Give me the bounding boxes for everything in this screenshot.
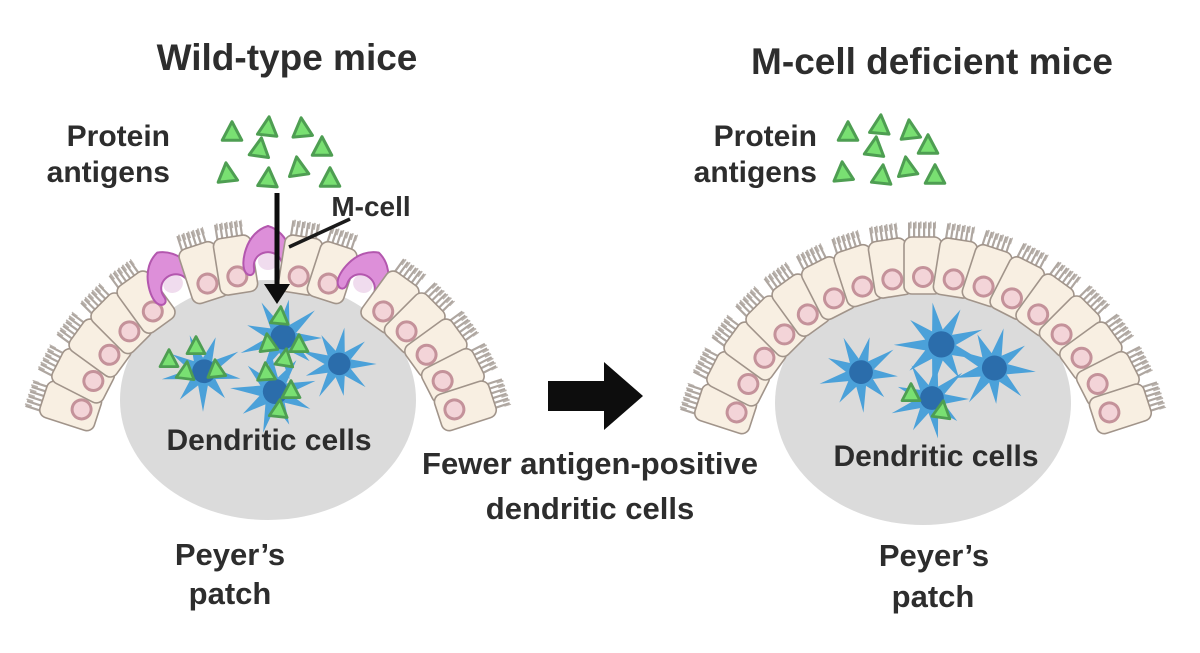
right-free-antigen-cluster [830, 112, 947, 186]
right-protein-antigens-label-line2: antigens [694, 156, 817, 189]
arrowhead [264, 284, 290, 304]
transition-caption-line1: Fewer antigen-positive [422, 446, 758, 481]
left-protein-antigens-label-line2: antigens [47, 156, 170, 189]
right-peyers-patch-label-line1: Peyer’s [879, 538, 989, 573]
right-protein-antigens-label-line1: Protein [714, 120, 817, 153]
antigen-icon [247, 134, 273, 160]
left-peyers-patch-label-line2: patch [189, 576, 272, 611]
antigen-icon [256, 165, 280, 189]
antigen-icon [289, 115, 314, 139]
m-cell-pointer-line [288, 217, 351, 249]
antigen-icon [255, 114, 281, 138]
right-dendritic-cells-label: Dendritic cells [833, 440, 1038, 473]
antigen-icon [862, 134, 888, 158]
left-peyers-patch-dome [26, 222, 509, 520]
left-protein-antigens-label-line1: Protein [67, 120, 170, 153]
m-cell-label: M-cell [331, 191, 410, 222]
antigen-icon [285, 153, 311, 179]
antigen-icon [923, 163, 947, 185]
right-peyers-patch-dome [681, 225, 1164, 525]
transition-caption-line2: dendritic cells [486, 491, 694, 526]
antigen-icon [830, 159, 855, 183]
antigen-uptake-arrow [264, 193, 290, 304]
left-dendritic-cells-label: Dendritic cells [166, 424, 371, 457]
antigen-icon [897, 117, 923, 141]
left-free-antigen-cluster [214, 114, 342, 189]
antigen-icon [214, 160, 240, 184]
antigen-icon [836, 120, 860, 142]
m-cell-deficient-panel: M-cell deficient mice Protein antigens [681, 41, 1164, 614]
right-panel-title: M-cell deficient mice [751, 41, 1113, 82]
left-peyers-patch-label-line1: Peyer’s [175, 537, 285, 572]
antigen-icon [894, 153, 920, 179]
antigen-icon [869, 162, 895, 186]
wild-type-panel: Wild-type mice Protein antigens [26, 37, 509, 611]
right-block-arrow-icon [548, 362, 643, 430]
antigen-icon [220, 120, 244, 142]
antigen-icon [318, 166, 342, 188]
left-panel-title: Wild-type mice [157, 37, 418, 78]
transition-section: Fewer antigen-positive dendritic cells [422, 362, 758, 526]
right-peyers-patch-label-line2: patch [892, 579, 975, 614]
antigen-icon [310, 135, 334, 157]
antigen-icon [868, 112, 893, 136]
